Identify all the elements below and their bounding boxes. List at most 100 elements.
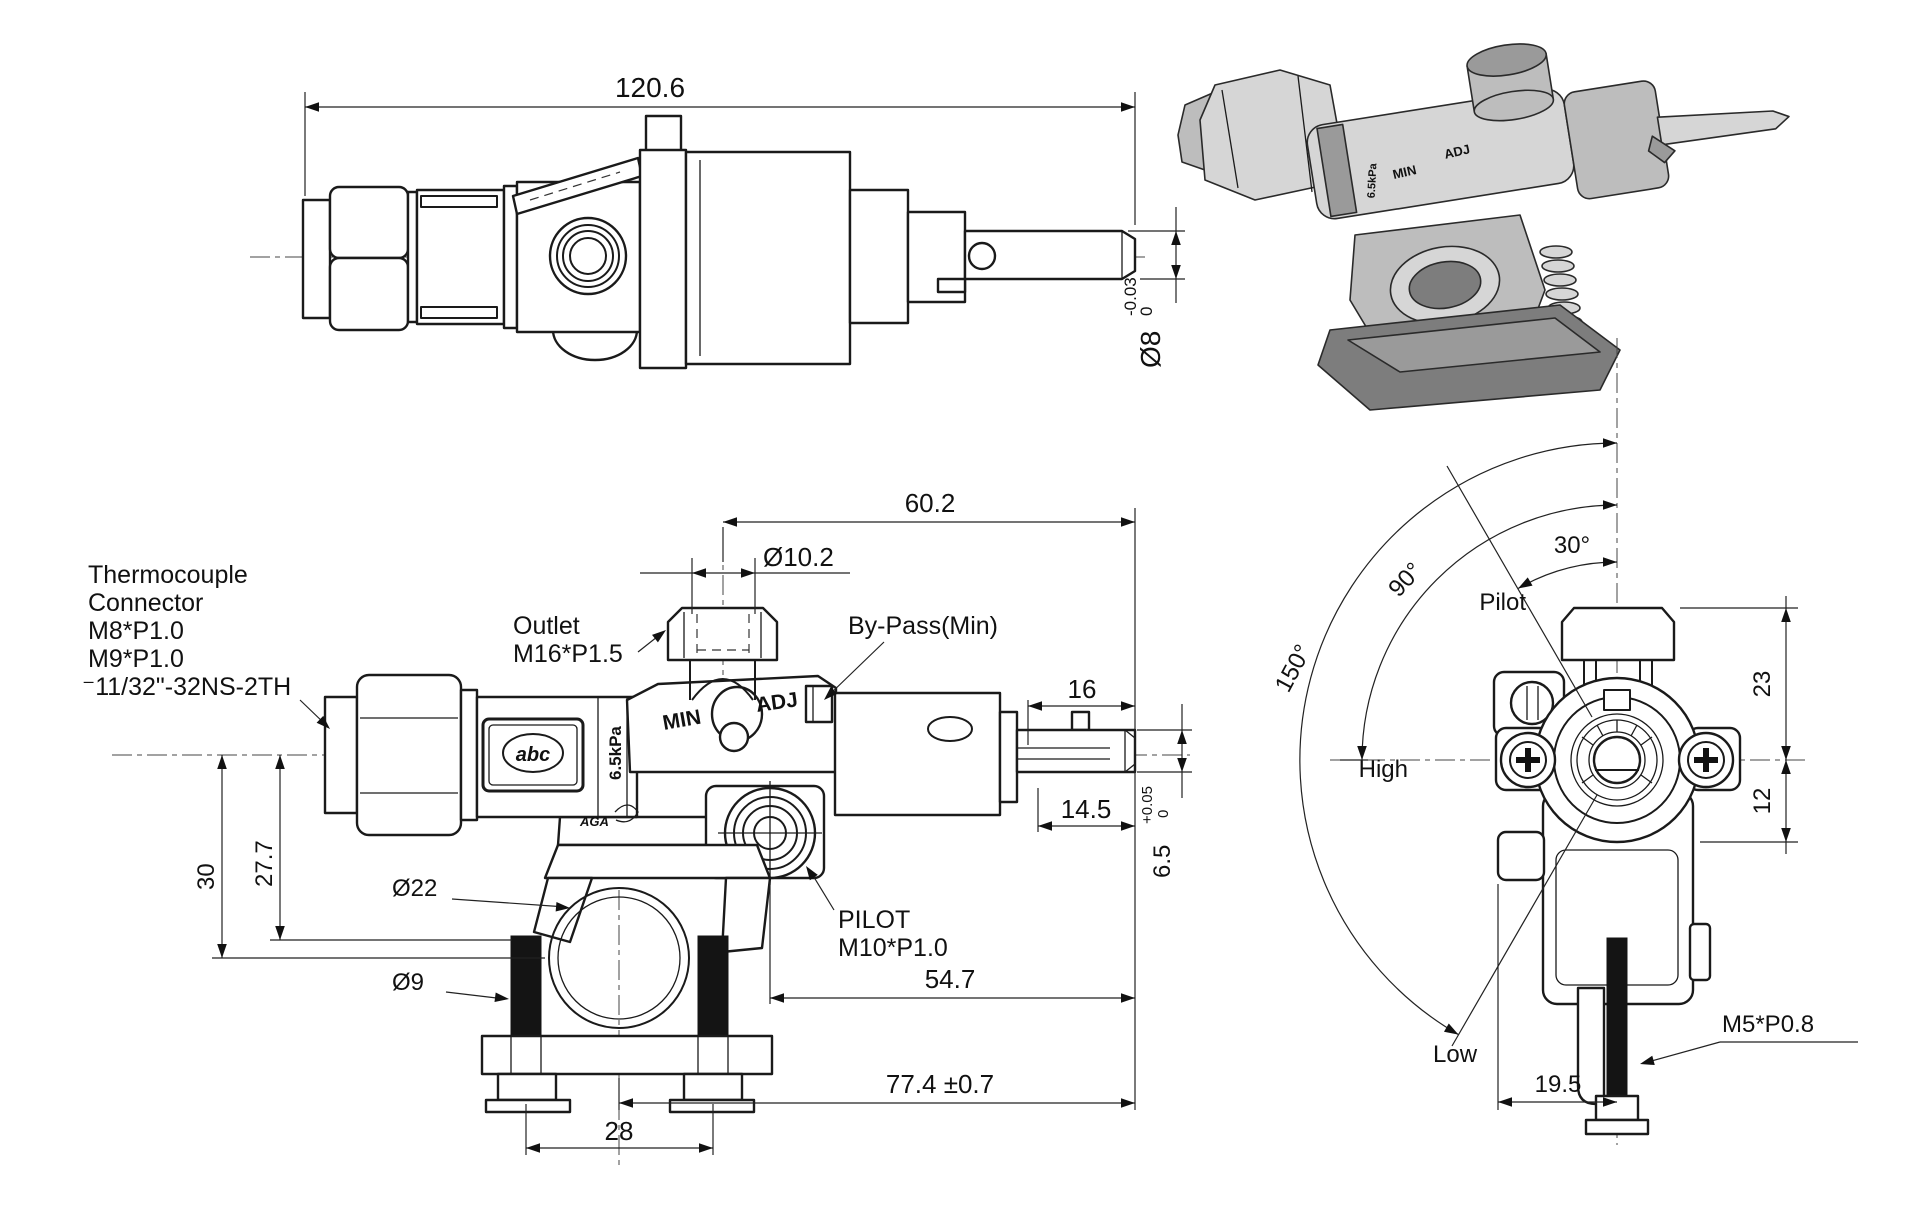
thermocouple-line1: Thermocouple: [88, 561, 248, 589]
stud-left: [510, 935, 542, 1037]
logo-plate-inner: [488, 724, 578, 786]
dim-top-text: 23: [1749, 671, 1776, 698]
brand-logo-oval: [502, 733, 564, 773]
dim-center-to-bore: 30: [193, 755, 545, 959]
iso-knob-top: [1466, 43, 1548, 77]
outlet-line2: M16*P1.5: [513, 640, 623, 668]
clamp-top-plate: [543, 843, 772, 880]
outlet-hex: [666, 606, 779, 662]
iso-marking-min: MIN: [1391, 162, 1418, 182]
dim-outlet-offset: 60.2: [722, 488, 1136, 1110]
end-outlet-cap: [1560, 606, 1676, 662]
dim-shaft-flat: 16: [1027, 674, 1135, 745]
adj-knob-hole: [718, 721, 750, 753]
side-shaft-hole: [967, 241, 997, 271]
dim-slot: 6.5 +0.05 0: [1137, 704, 1192, 878]
side-view: 120.6 Ø8 0 -0.03: [250, 72, 1185, 370]
iso-marking-adj: ADJ: [1443, 141, 1472, 161]
clamp-arm-left: [532, 876, 594, 944]
clamp-bore-inner: [557, 896, 681, 1020]
ear-left-inner: [1509, 741, 1547, 779]
end-view: 30° 90° 150° Pilot High Low 23 12 19.5: [1270, 338, 1858, 1145]
thread-label-text: M5*P0.8: [1722, 1011, 1814, 1038]
dim-mount-to-end: 77.4 ±0.7: [618, 1069, 1135, 1110]
low-position-label: Low: [1433, 1041, 1478, 1068]
side-port-ring1: [556, 224, 620, 288]
iso-marking-pressure: 6.5kPa: [1366, 162, 1380, 198]
dim-slot-text: 6.5: [1149, 845, 1176, 878]
spindle: [1592, 735, 1642, 785]
dim-stud-spacing: 28: [525, 1104, 714, 1155]
nut-left: [496, 1072, 558, 1102]
dim-stud-dia-text: Ø9: [392, 969, 424, 996]
thermocouple-line5: ⁻11/32"-32NS-2TH: [82, 673, 291, 701]
side-rear-body: [684, 150, 852, 366]
side-bracket-dashes: [529, 171, 621, 201]
clamp-base: [480, 1034, 774, 1076]
angle-90-text: 90°: [1383, 557, 1428, 602]
dim-mount-to-end-text: 77.4 ±0.7: [886, 1069, 994, 1099]
dim-center-to-seat-text: 27.7: [251, 840, 278, 887]
pilot-line1: PILOT: [838, 906, 910, 934]
phillips-left-icon: [1516, 748, 1540, 772]
pilot-line2: M10*P1.0: [838, 934, 948, 962]
dim-end-right: 23 12: [1680, 596, 1798, 854]
clamp-bore: [548, 887, 690, 1029]
iso-shaft: [1656, 110, 1790, 146]
pilot-position-label: Pilot: [1479, 589, 1526, 616]
dim-shaft-len-text: 14.5: [1061, 794, 1112, 824]
dim-overall-length-text: 120.6: [615, 72, 685, 103]
thermocouple-line2: Connector: [88, 589, 203, 617]
dim-bottom-text: 12: [1749, 788, 1776, 815]
arc-90: [1361, 504, 1618, 761]
dim-stud-dia: Ø9: [392, 969, 510, 1004]
dim-pilot-to-end-text: 54.7: [925, 964, 976, 994]
bypass-screw: [1509, 680, 1555, 726]
iso-barrel-band: [1316, 123, 1358, 218]
ear-right-inner: [1687, 741, 1725, 779]
front-shaft: [1015, 728, 1137, 774]
face-segments: [1581, 720, 1653, 784]
stud-right: [697, 935, 729, 1037]
clamp-arm-right: [720, 876, 772, 954]
dim-shaft-len: 14.5: [1037, 788, 1135, 832]
end-j-bracket: [1576, 986, 1606, 1106]
bypass-boss: [804, 684, 834, 724]
dim-outlet-offset-text: 60.2: [905, 488, 956, 518]
bypass-label-group: By-Pass(Min): [820, 612, 998, 704]
arc-150: [1299, 442, 1618, 1036]
pilot-label-group: PILOT M10*P1.0: [802, 863, 948, 962]
bypass-label: By-Pass(Min): [848, 612, 998, 640]
iso-base-top: [1347, 317, 1601, 373]
outlet-label: Outlet M16*P1.5: [513, 612, 669, 668]
iso-knob-base: [1473, 89, 1555, 122]
iso-hex-edge1: [1221, 89, 1239, 189]
front-rear-body: [833, 691, 1002, 817]
shaft-chamfer1: [1124, 729, 1136, 739]
angle-150-text: 150°: [1270, 640, 1317, 697]
aga-swoosh: [614, 804, 639, 823]
foot-left: [484, 1098, 572, 1114]
side-port-outer: [548, 216, 628, 296]
side-flange-tab: [644, 114, 683, 154]
angle-arcs: [1299, 438, 1618, 1047]
side-end-cap: [301, 198, 332, 320]
front-neck: [459, 688, 479, 822]
arc-30: [1517, 561, 1618, 590]
side-cylinder: [415, 188, 506, 326]
dim-shaft-dia-tol-lower: -0.03: [1121, 277, 1140, 316]
dim-shaft-dia: Ø8 0 -0.03: [1121, 207, 1185, 368]
angle-30-text: 30°: [1554, 532, 1590, 559]
dim-overall-length: 120.6: [304, 72, 1136, 225]
dim-shaft-dia-text: Ø8: [1135, 331, 1166, 368]
dim-clamp-bore: Ø22: [392, 875, 571, 913]
outlet-line1: Outlet: [513, 612, 580, 640]
side-step1: [848, 188, 910, 325]
side-flange: [638, 148, 688, 370]
side-collar: [406, 190, 419, 324]
thermocouple-line4: M9*P1.0: [88, 645, 184, 673]
iso-barrel-group: MIN ADJ 6.5kPa: [1306, 43, 1790, 220]
front-step: [998, 710, 1019, 804]
